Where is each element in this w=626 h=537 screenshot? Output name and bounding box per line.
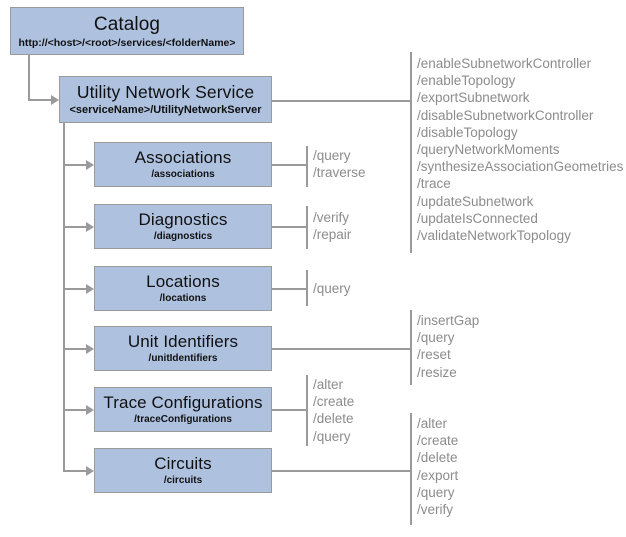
node-circuits-path: /circuits [163,475,203,486]
ops-bar-locations [306,270,308,306]
ops-list-circuits: /alter/create/delete/export/query/verify [417,415,458,518]
ops-bar-circuits [410,413,412,525]
node-catalog-path: http://<host>/<root>/services/<folderNam… [18,36,236,49]
arrow-catalog-to-uns [51,95,59,105]
connector-associations-to-ops [272,164,307,166]
node-unit-identifiers-title: Unit Identifiers [127,332,239,351]
operation-item[interactable]: /synthesizeAssociationGeometries [417,159,624,175]
connector-spine-to-associations [63,164,87,166]
operation-item[interactable]: /disableTopology [417,124,518,140]
ops-bar-utility-network-service [410,52,412,253]
node-associations[interactable]: Associations /associations [94,142,272,187]
operation-item[interactable]: /query [313,148,351,163]
operation-item[interactable]: /updateSubnetwork [417,193,534,209]
operation-item[interactable]: /verify [417,502,454,518]
operation-item[interactable]: /delete [417,450,458,466]
connector-spine-to-circuits [63,470,87,472]
connector-catalog-to-uns [28,99,52,101]
ops-bar-unit-identifiers [410,310,412,385]
connector-circuits-to-ops [272,470,411,472]
node-unit-identifiers-path: /unitIdentifiers [148,353,218,364]
operation-item[interactable]: /queryNetworkMoments [417,142,560,158]
arrow-to-locations [86,284,94,294]
operation-item[interactable]: /exportSubnetwork [417,90,530,106]
connector-spine-to-diagnostics [63,226,87,228]
ops-list-trace-configurations: /alter/create/delete/query [313,376,354,445]
node-trace-configurations[interactable]: Trace Configurations /traceConfiguration… [94,387,272,432]
operation-item[interactable]: /query [313,428,351,444]
node-trace-configurations-path: /traceConfigurations [134,414,232,425]
operation-item[interactable]: /export [417,467,459,483]
node-utility-network-service-path: <serviceName>/UtilityNetworkServer [69,104,262,116]
connector-uns-spine [63,123,65,471]
operation-item[interactable]: /query [417,330,455,346]
operation-item[interactable]: /insertGap [417,313,480,328]
arrow-to-trace-configurations [86,405,94,415]
operation-item[interactable]: /query [417,484,455,500]
node-diagnostics[interactable]: Diagnostics /diagnostics [94,204,272,249]
node-circuits-title: Circuits [154,454,212,473]
operation-item[interactable]: /enableSubnetworkController [417,56,592,71]
node-unit-identifiers[interactable]: Unit Identifiers /unitIdentifiers [94,326,272,371]
operation-item[interactable]: /delete [313,411,354,427]
operation-item[interactable]: /alter [417,416,448,431]
ops-list-associations: /query/traverse [313,147,366,181]
node-catalog[interactable]: Catalog http://<host>/<root>/services/<f… [10,7,244,55]
connector-locations-to-ops [272,288,307,290]
operation-item[interactable]: /enableTopology [417,73,516,89]
ops-list-locations: /query [313,280,351,297]
operation-item[interactable]: /create [417,433,459,449]
connector-unit-identifiers-to-ops [272,348,411,350]
arrow-to-associations [86,160,94,170]
connector-spine-to-trace-configurations [63,409,87,411]
node-locations-path: /locations [159,293,207,304]
operation-item[interactable]: /query [313,281,351,296]
node-utility-network-service-title: Utility Network Service [76,82,255,102]
node-diagnostics-path: /diagnostics [153,231,213,242]
operation-item[interactable]: /updateIsConnected [417,210,538,226]
operation-item[interactable]: /validateNetworkTopology [417,228,571,244]
operation-item[interactable]: /repair [313,227,352,243]
node-trace-configurations-title: Trace Configurations [103,393,263,412]
ops-bar-associations [306,146,308,187]
ops-list-unit-identifiers: /insertGap/query/reset/resize [417,312,479,381]
connector-diagnostics-to-ops [272,226,307,228]
node-diagnostics-title: Diagnostics [138,210,228,229]
operation-item[interactable]: /alter [313,377,344,392]
connector-catalog-down [28,55,30,100]
node-locations[interactable]: Locations /locations [94,266,272,311]
arrow-to-circuits [86,466,94,476]
node-utility-network-service[interactable]: Utility Network Service <serviceName>/Ut… [59,76,272,123]
connector-uns-to-ops [272,100,411,102]
arrow-to-unit-identifiers [86,344,94,354]
ops-bar-diagnostics [306,206,308,249]
operation-item[interactable]: /trace [417,176,451,192]
node-circuits[interactable]: Circuits /circuits [94,448,272,493]
ops-list-diagnostics: /verify/repair [313,209,351,243]
ops-list-utility-network-service: /enableSubnetworkController/enableTopolo… [417,55,623,244]
node-associations-title: Associations [134,148,232,167]
operation-item[interactable]: /traverse [313,165,366,181]
operation-item[interactable]: /reset [417,347,451,363]
operation-item[interactable]: /resize [417,364,457,380]
operation-item[interactable]: /create [313,394,355,410]
node-locations-title: Locations [146,272,220,291]
node-catalog-title: Catalog [93,13,161,35]
operation-item[interactable]: /disableSubnetworkController [417,107,594,123]
operation-item[interactable]: /verify [313,210,350,225]
connector-trace-configurations-to-ops [272,409,307,411]
node-associations-path: /associations [151,169,215,180]
arrow-to-diagnostics [86,222,94,232]
connector-spine-to-locations [63,288,87,290]
ops-bar-trace-configurations [306,375,308,446]
connector-spine-to-unit-identifiers [63,348,87,350]
